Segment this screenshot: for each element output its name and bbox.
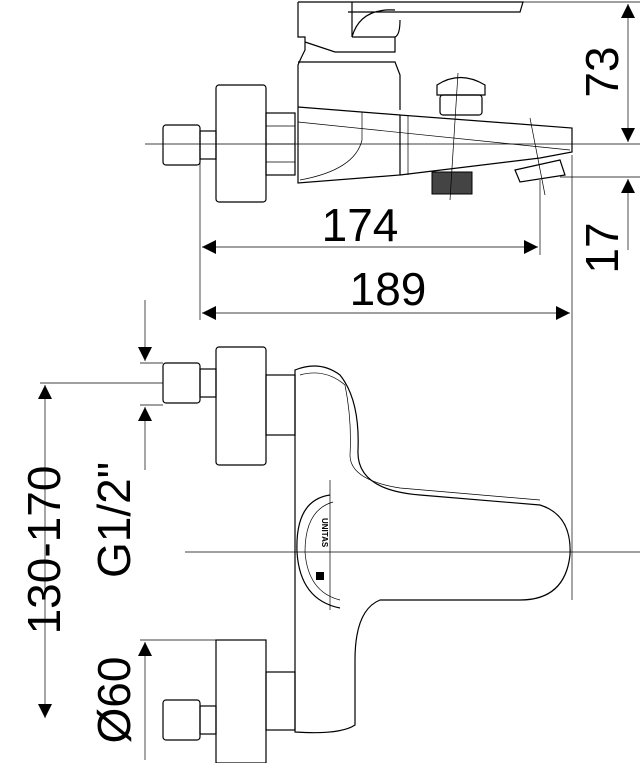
dim-174: 174	[322, 199, 399, 251]
dim-17: 17	[576, 222, 628, 273]
aerator	[514, 159, 566, 183]
dim-diameter-60: Ø60	[88, 657, 140, 744]
lever-handle	[298, 1, 524, 38]
dim-130-170: 130-170	[18, 466, 70, 635]
dimension-lines-side: 174 189 73 17	[199, 1, 640, 600]
rosette-bottom	[215, 639, 267, 763]
thread-connector	[431, 171, 473, 195]
body-front-outline	[294, 365, 571, 734]
dim-73: 73	[576, 46, 628, 97]
front-view: UNITAS	[162, 346, 640, 763]
inlet-stem	[199, 130, 217, 160]
dim-g1-2: G1/2"	[88, 462, 140, 578]
inlet-connector	[162, 124, 201, 166]
dimension-lines-front: 130-170 G1/2" Ø60	[18, 300, 216, 760]
side-view	[145, 1, 640, 203]
unitas-logo: UNITAS	[320, 518, 329, 548]
body-outline	[297, 2, 573, 184]
dim-189: 189	[350, 263, 427, 315]
rosette-top	[215, 346, 267, 466]
rosette	[215, 84, 267, 203]
diverter-knob	[436, 76, 486, 96]
